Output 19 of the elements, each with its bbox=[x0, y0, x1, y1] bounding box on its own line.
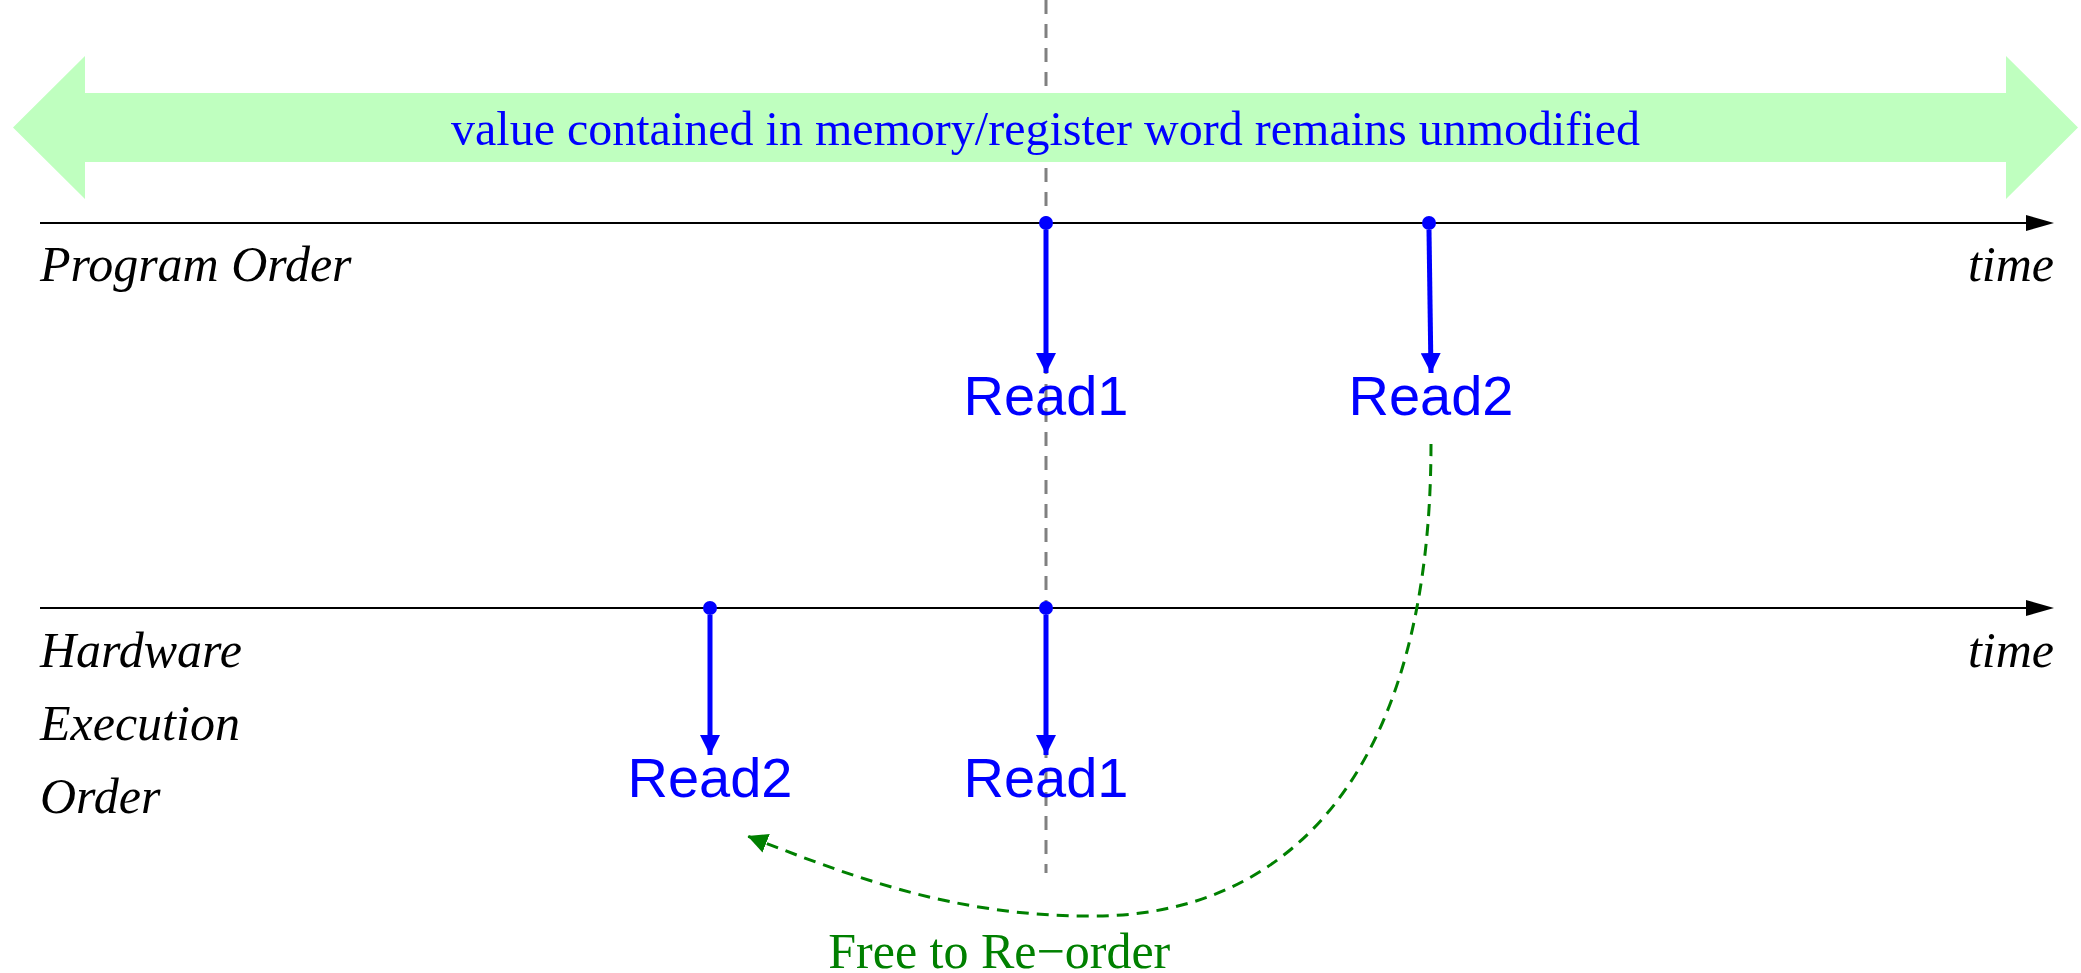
read-label: Read2 bbox=[627, 750, 793, 806]
axis-label: Program Order bbox=[40, 235, 352, 294]
event-dot bbox=[703, 601, 717, 615]
arrow bbox=[1420, 229, 1441, 374]
event-dot bbox=[1422, 216, 1436, 230]
axis-label: time bbox=[1967, 621, 2054, 680]
read-label: Read2 bbox=[1348, 368, 1514, 424]
arrow bbox=[1036, 230, 1056, 373]
arrow bbox=[700, 615, 720, 755]
read-label: Read1 bbox=[963, 750, 1129, 806]
axis-label: Hardware Execution Order bbox=[40, 621, 243, 826]
read-label: Read1 bbox=[963, 368, 1129, 424]
event-dot bbox=[1039, 601, 1053, 615]
axis-label: time bbox=[1967, 235, 2054, 294]
double-arrow-banner bbox=[13, 56, 2078, 199]
event-dot bbox=[1039, 216, 1053, 230]
banner-text: value contained in memory/register word remains unmodified bbox=[451, 100, 1640, 155]
arrow bbox=[746, 443, 1433, 918]
arrow bbox=[1036, 615, 1056, 755]
